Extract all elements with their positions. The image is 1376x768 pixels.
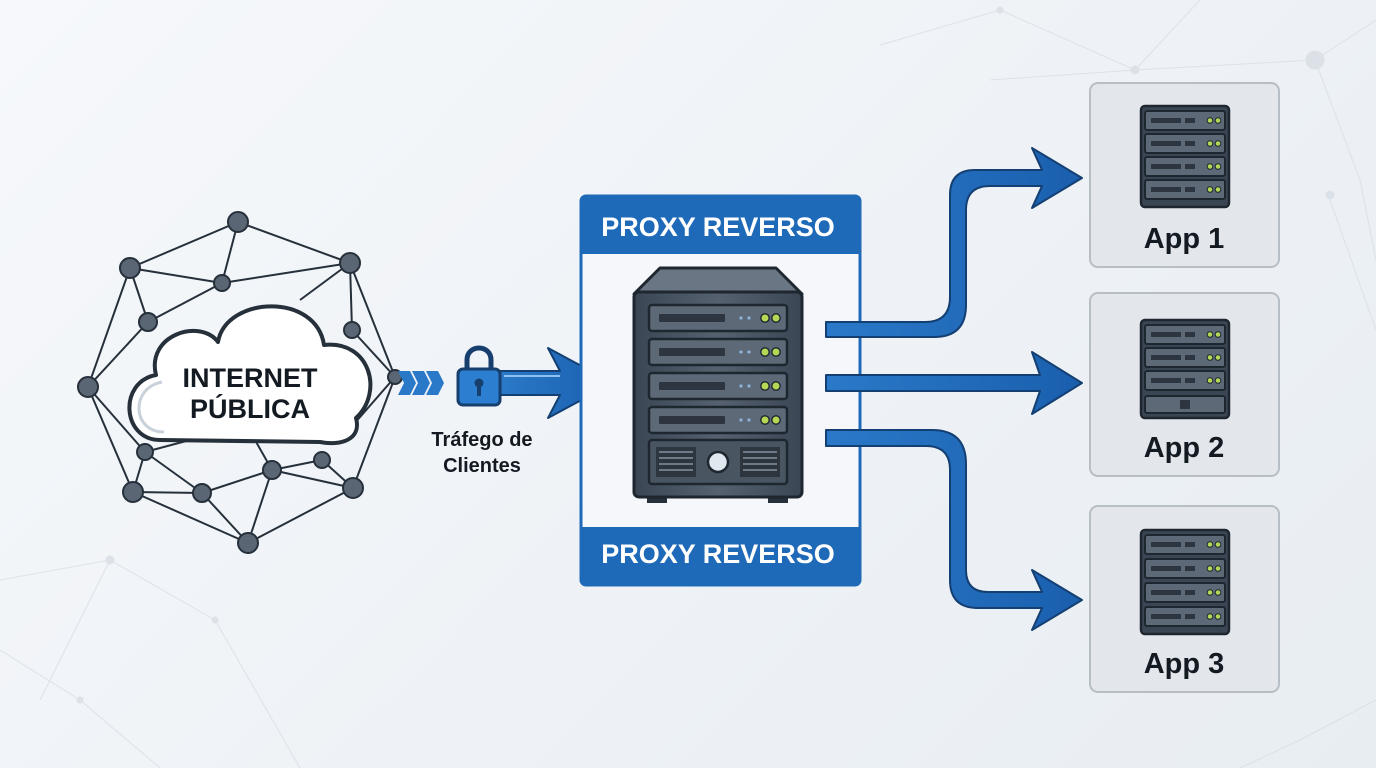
network-mesh-icon (77, 211, 403, 554)
app-1-label: App 1 (1144, 223, 1225, 255)
app-2-label: App 2 (1144, 432, 1225, 464)
cloud-icon (127, 304, 373, 446)
lock-icon (456, 345, 502, 407)
traffic-label-line1: Tráfego de (431, 429, 532, 451)
app-2-card (1089, 292, 1280, 477)
server-icon (1139, 318, 1231, 420)
arrow-to-app1-icon (825, 147, 1083, 338)
proxy-title-top: PROXY REVERSO (601, 212, 835, 242)
traffic-label-line2: Clientes (443, 455, 521, 477)
arrow-to-app3-icon (825, 429, 1083, 631)
internet-label-line1: INTERNET (183, 363, 319, 393)
proxy-title-bottom: PROXY REVERSO (601, 539, 835, 569)
server-icon (1139, 528, 1231, 636)
app-3-card (1089, 505, 1280, 693)
server-icon (1139, 104, 1231, 209)
app-3-label: App 3 (1144, 648, 1225, 680)
app-1-card (1089, 82, 1280, 268)
internet-label-line2: PÚBLICA (190, 393, 310, 424)
arrow-to-app2-icon (825, 351, 1083, 415)
server-rack-icon (632, 266, 804, 503)
